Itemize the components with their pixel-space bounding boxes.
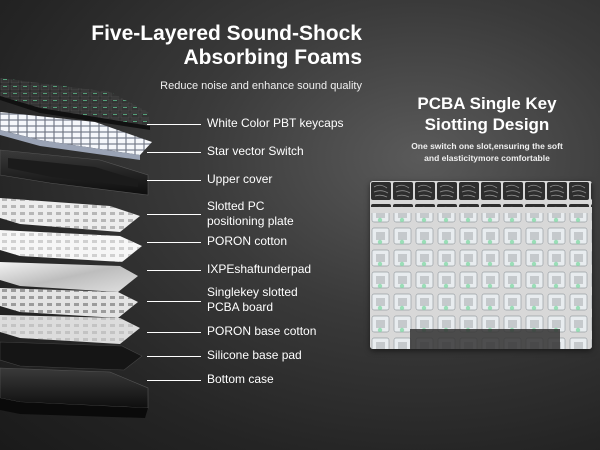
- leader-line-bottom-case: [147, 380, 201, 381]
- label-poron-base: PORON base cotton: [207, 324, 317, 338]
- leader-line-pc-plate: [147, 214, 201, 215]
- heading-line-2: Absorbing Foams: [183, 46, 362, 69]
- label-pcba: Singlekey slotted PCBA board: [207, 285, 298, 314]
- poron-base-layer-shape: [0, 315, 140, 344]
- spacebar-slot: [410, 329, 560, 349]
- bottom-case-layer-shape: [0, 367, 149, 418]
- main-heading: Five-Layered Sound-Shock Absorbing Foams: [91, 22, 362, 70]
- feature-desc-line-1: One switch one slot,ensuring the soft: [411, 141, 563, 151]
- pcba-board-photo: [370, 181, 592, 349]
- leader-line-poron-base: [147, 332, 201, 333]
- switch-grid: [370, 213, 592, 349]
- label-pc-plate: Slotted PC positioning plate: [207, 199, 294, 228]
- feature-title-line-1: PCBA Single Key: [417, 94, 557, 113]
- label-bottom-case: Bottom case: [207, 372, 274, 386]
- label-switch: Star vector Switch: [207, 144, 304, 158]
- keycaps-layer-shape: [0, 78, 150, 130]
- label-silicone-pad: Silicone base pad: [207, 348, 302, 362]
- upper-cover-layer-shape: [0, 149, 149, 196]
- feature-description: One switch one slot,ensuring the soft an…: [382, 140, 592, 164]
- leader-line-keycaps: [147, 124, 201, 125]
- heading-line-1: Five-Layered Sound-Shock: [91, 22, 362, 45]
- feature-desc-line-2: and elasticitymore comfortable: [424, 153, 550, 163]
- leader-line-silicone: [147, 356, 201, 357]
- poron-cotton-layer-shape: [0, 230, 142, 262]
- switch-layer-shape: [0, 112, 152, 160]
- leader-line-pcba: [147, 301, 201, 302]
- leader-line-upper-cover: [147, 180, 201, 181]
- feature-title: PCBA Single Key Siotting Design: [372, 93, 600, 135]
- label-keycaps: White Color PBT keycaps: [207, 116, 344, 130]
- pc-plate-layer-shape: [0, 198, 140, 232]
- pcba-layer-shape: [0, 288, 138, 318]
- pcba-board-illustration: [370, 181, 592, 349]
- label-upper-cover: Upper cover: [207, 172, 273, 186]
- topographic-keycaps: [370, 181, 592, 207]
- feature-title-line-2: Siotting Design: [424, 115, 550, 134]
- silicone-pad-layer-shape: [0, 341, 143, 371]
- exploded-layer-stack: [0, 78, 152, 418]
- leader-line-ixpe: [147, 270, 201, 271]
- label-ixpe-pad: IXPEshaftunderpad: [207, 262, 312, 276]
- heading-subtitle: Reduce noise and enhance sound quality: [160, 80, 362, 92]
- label-poron-cotton: PORON cotton: [207, 234, 288, 248]
- leader-line-switch: [147, 152, 201, 153]
- ixpe-pad-layer-shape: [0, 262, 138, 292]
- leader-line-poron: [147, 242, 201, 243]
